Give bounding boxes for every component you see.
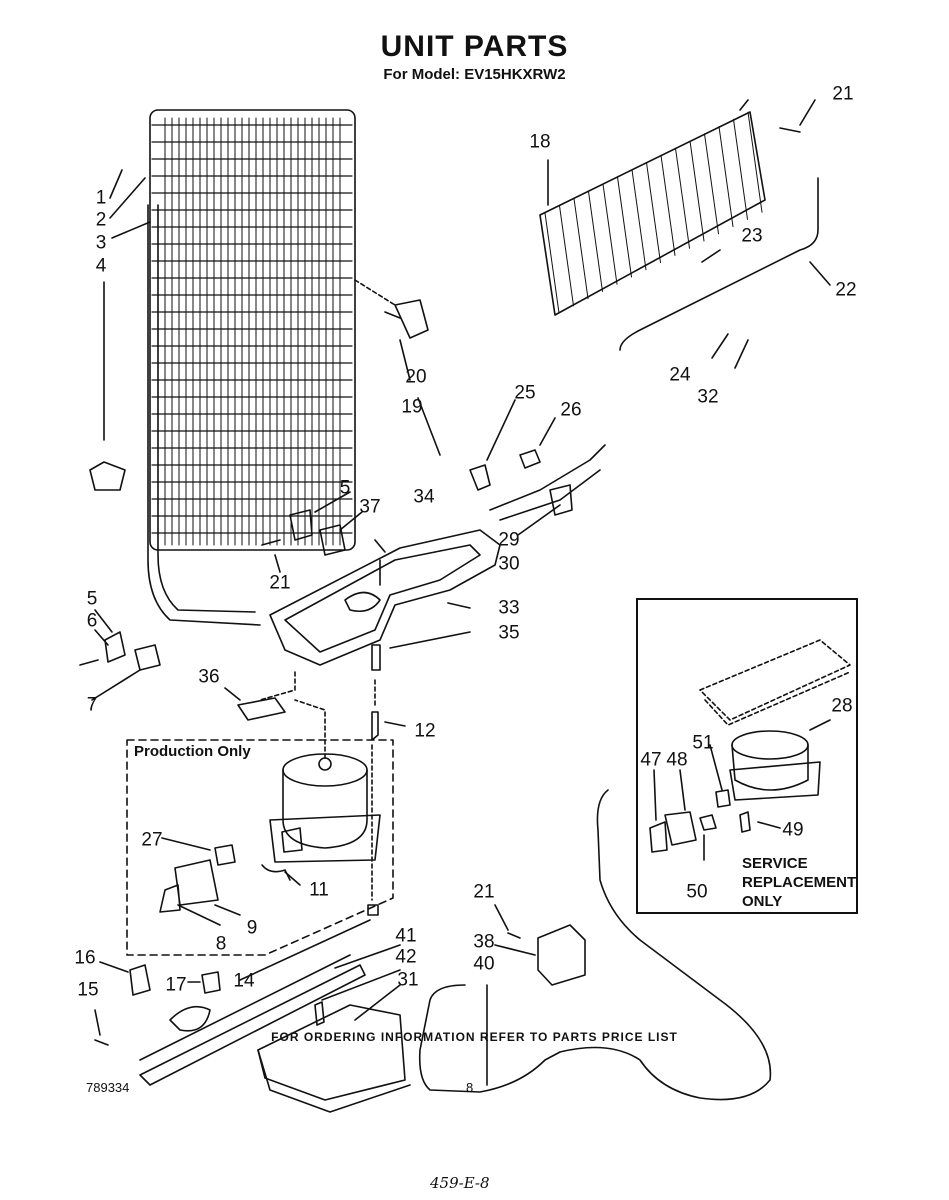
page-number: 8 — [466, 1080, 474, 1095]
callout-label: 49 — [782, 819, 804, 841]
callout-label: 41 — [395, 925, 417, 947]
service-replacement-label: SERVICE REPLACEMENT ONLY — [742, 854, 856, 911]
callout-label: 7 — [86, 694, 98, 716]
callout-label: 31 — [397, 969, 419, 991]
callout-label: 26 — [560, 399, 582, 421]
callout-label: 33 — [498, 597, 520, 619]
callout-label: 11 — [309, 879, 329, 901]
callout-label: 17 — [165, 974, 187, 996]
callout-label: 18 — [529, 131, 551, 153]
callout-label: 20 — [405, 366, 427, 388]
callout-label: 19 — [401, 396, 423, 418]
service-replacement-box — [636, 598, 858, 914]
callout-label: 2 — [95, 209, 107, 231]
page-title: UNIT PARTS — [380, 30, 569, 63]
callout-label: 24 — [669, 364, 691, 386]
service-replacement-parts — [649, 639, 851, 861]
callout-label: 35 — [498, 622, 520, 644]
callout-label: 23 — [741, 225, 763, 247]
callout-label: 4 — [95, 255, 107, 277]
callout-label: 8 — [215, 933, 227, 955]
callout-label: 6 — [86, 610, 98, 632]
callout-label: 40 — [473, 953, 495, 975]
callout-label: 12 — [414, 720, 436, 742]
service-label-line: SERVICE — [742, 855, 808, 872]
ordering-note: FOR ORDERING INFORMATION REFER TO PARTS … — [271, 1030, 678, 1044]
callout-label: 38 — [473, 931, 495, 953]
power-cord-loop — [418, 789, 772, 1101]
model-subtitle: For Model: EV15HKXRW2 — [383, 66, 566, 83]
drain-pan — [269, 529, 501, 666]
production-only-label: Production Only — [134, 743, 251, 760]
compressor — [269, 699, 381, 863]
callout-label: 14 — [233, 970, 255, 992]
callout-label: 5 — [86, 588, 98, 610]
handwritten-note: 459-E-8 — [430, 1174, 490, 1192]
callout-label: 15 — [77, 979, 99, 1001]
document-number: 789334 — [86, 1080, 130, 1095]
callout-label: 28 — [831, 695, 853, 717]
callout-label: 25 — [514, 382, 536, 404]
condenser-coil — [147, 109, 356, 626]
callout-label: 22 — [835, 279, 857, 301]
callout-label: 42 — [395, 946, 417, 968]
callout-label: 48 — [666, 749, 688, 771]
callout-label: 9 — [246, 917, 258, 939]
callout-label: 37 — [359, 496, 381, 518]
callout-label: 32 — [697, 386, 719, 408]
callout-label: 51 — [692, 732, 714, 754]
callout-label: 50 — [686, 881, 708, 903]
callout-label: 47 — [640, 749, 662, 771]
callout-label: 29 — [498, 529, 520, 551]
callout-label: 21 — [832, 83, 854, 105]
callout-label: 27 — [141, 829, 163, 851]
callout-label: 21 — [473, 881, 495, 903]
callout-label: 1 — [95, 187, 107, 209]
mounting-rails — [139, 954, 366, 1086]
callout-label: 36 — [198, 666, 220, 688]
callout-label: 16 — [74, 947, 96, 969]
callout-label: 30 — [498, 553, 520, 575]
service-label-line: ONLY — [742, 893, 783, 910]
callout-label: 21 — [269, 572, 291, 594]
callout-label: 5 — [339, 477, 351, 499]
callout-label: 3 — [95, 232, 107, 254]
service-label-line: REPLACEMENT — [742, 874, 857, 891]
evaporator-coil — [539, 111, 819, 351]
callout-label: 34 — [413, 486, 435, 508]
